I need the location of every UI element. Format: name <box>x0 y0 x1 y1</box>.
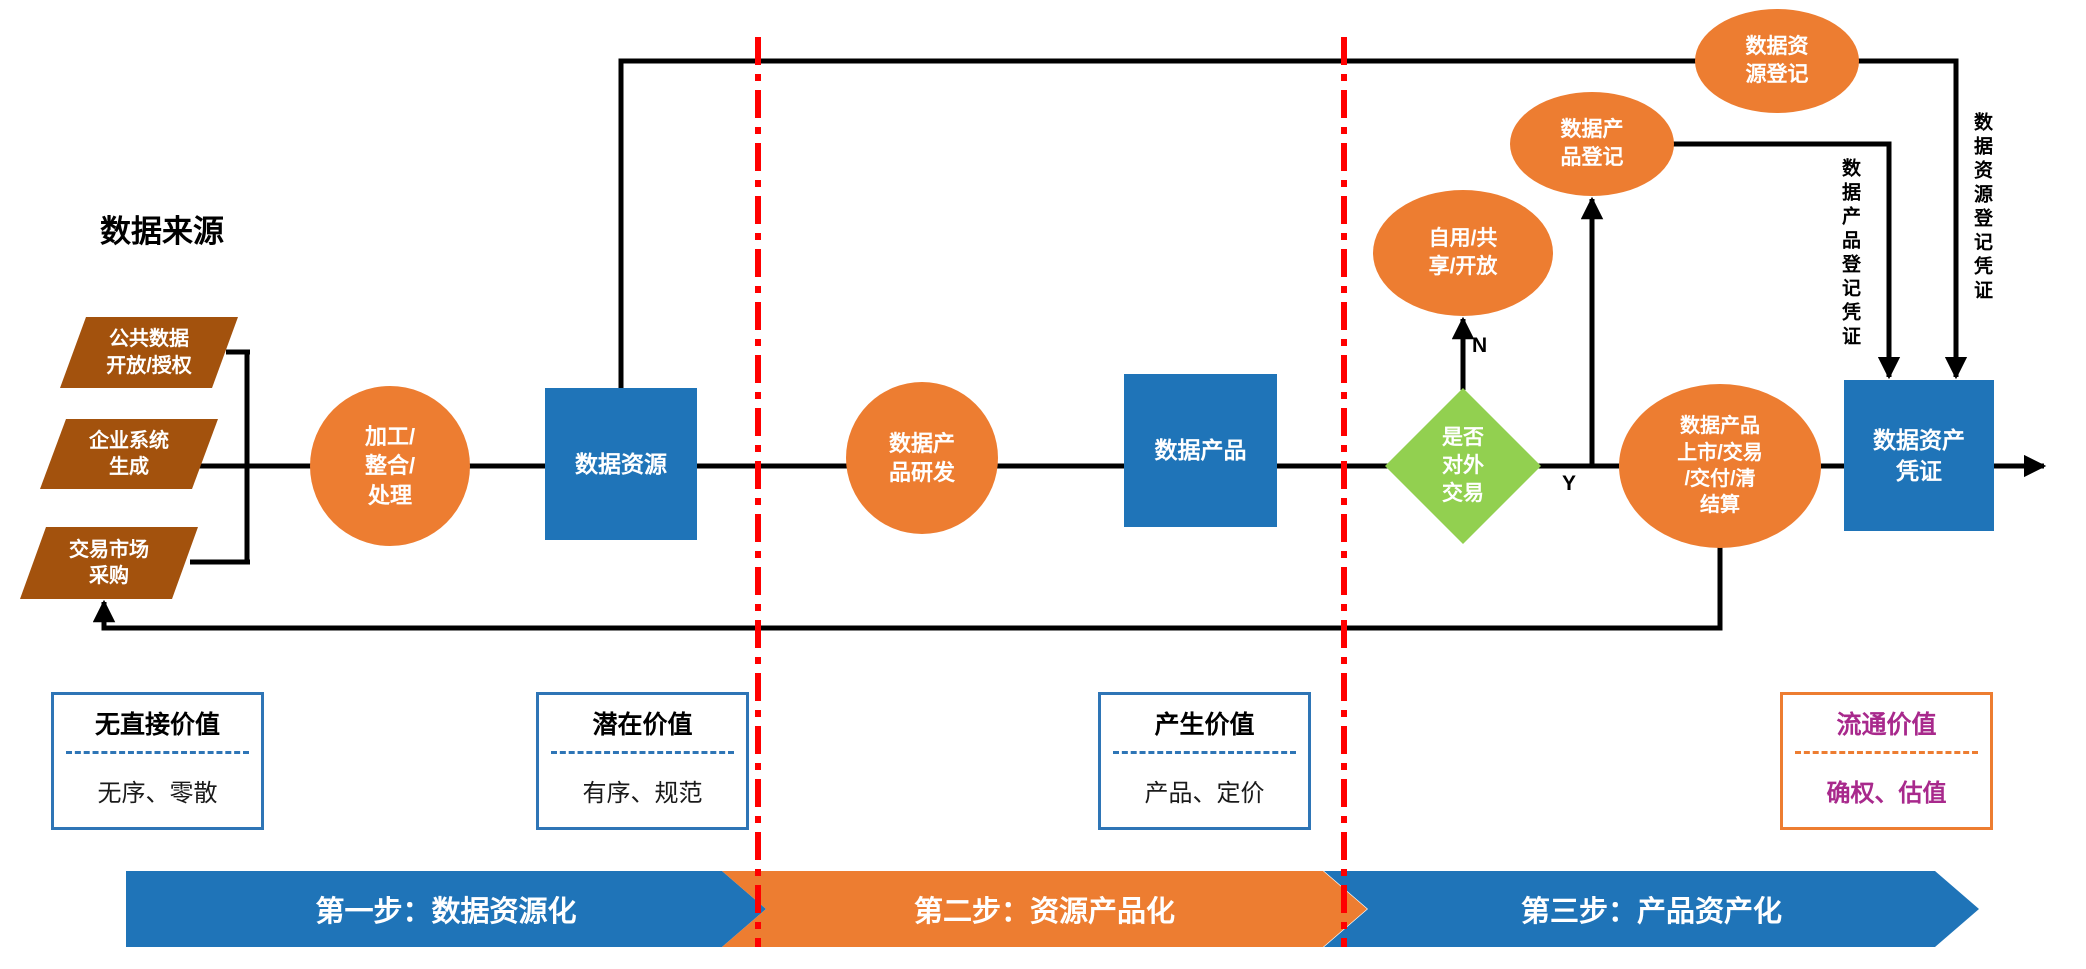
value-box-separator <box>1113 751 1296 754</box>
step-banner-label: 第三步：产品资产化 <box>1520 896 1782 928</box>
data-sources-label: 数据来源 <box>100 214 224 249</box>
value-box-title: 产生价值 <box>1154 711 1255 739</box>
product-dev-circle: 数据产 品研发 <box>846 382 998 534</box>
step-banner-label: 第一步：数据资源化 <box>315 896 577 928</box>
value-box-separator <box>551 751 734 754</box>
resource-cert-vertical-label: 数据资源登记凭证 <box>1971 112 1992 304</box>
product-registration-ellipse: 数据产 品登记 <box>1510 92 1674 196</box>
value-box-potential-value: 潜在价值 有序、规范 <box>536 692 749 830</box>
step-banner-3: 第三步：产品资产化 <box>1324 871 1979 947</box>
value-box-body: 无序、零散 <box>97 780 218 807</box>
source-trading-market: 交易市场 采购 <box>20 527 198 599</box>
product-cert-vertical-label: 数据产品登记凭证 <box>1839 158 1860 350</box>
value-box-body: 产品、定价 <box>1144 780 1265 807</box>
step-banner-2: 第二步：资源产品化 <box>722 871 1367 947</box>
value-box-generated-value: 产生价值 产品、定价 <box>1098 692 1311 830</box>
decision-yes-label: Y <box>1562 472 1577 495</box>
data-product-box: 数据产品 <box>1124 374 1277 527</box>
value-box-body: 有序、规范 <box>582 780 703 807</box>
value-box-circulation-value: 流通价值 确权、估值 <box>1780 692 1993 830</box>
value-box-body: 确权、估值 <box>1826 780 1947 807</box>
feedback-loop-line <box>92 546 1723 631</box>
product-cert-line <box>1672 141 1901 380</box>
source-enterprise-system: 企业系统 生成 <box>40 419 218 489</box>
value-box-title: 无直接价值 <box>94 711 220 739</box>
source-public-data: 公共数据 开放/授权 <box>60 317 238 388</box>
step-banner-label: 第二步：资源产品化 <box>913 896 1175 928</box>
processing-circle: 加工/ 整合/ 处理 <box>310 386 470 546</box>
resource-registration-line <box>618 58 1968 390</box>
self-use-ellipse: 自用/共 享/开放 <box>1373 190 1553 316</box>
value-box-separator <box>1795 751 1978 754</box>
asset-certificate-box: 数据资产 凭证 <box>1844 380 1994 531</box>
value-box-no-direct-value: 无直接价值 无序、零散 <box>51 692 264 830</box>
market-listing-ellipse: 数据产品 上市/交易 /交付/清 结算 <box>1619 384 1821 548</box>
decision-no-label: N <box>1472 334 1488 357</box>
value-box-separator <box>66 751 249 754</box>
resource-registration-ellipse: 数据资 源登记 <box>1695 9 1859 113</box>
value-box-title: 流通价值 <box>1836 711 1937 739</box>
data-resource-box: 数据资源 <box>545 388 697 540</box>
value-box-title: 潜在价值 <box>592 711 693 739</box>
step-banner-1: 第一步：数据资源化 <box>126 871 766 947</box>
